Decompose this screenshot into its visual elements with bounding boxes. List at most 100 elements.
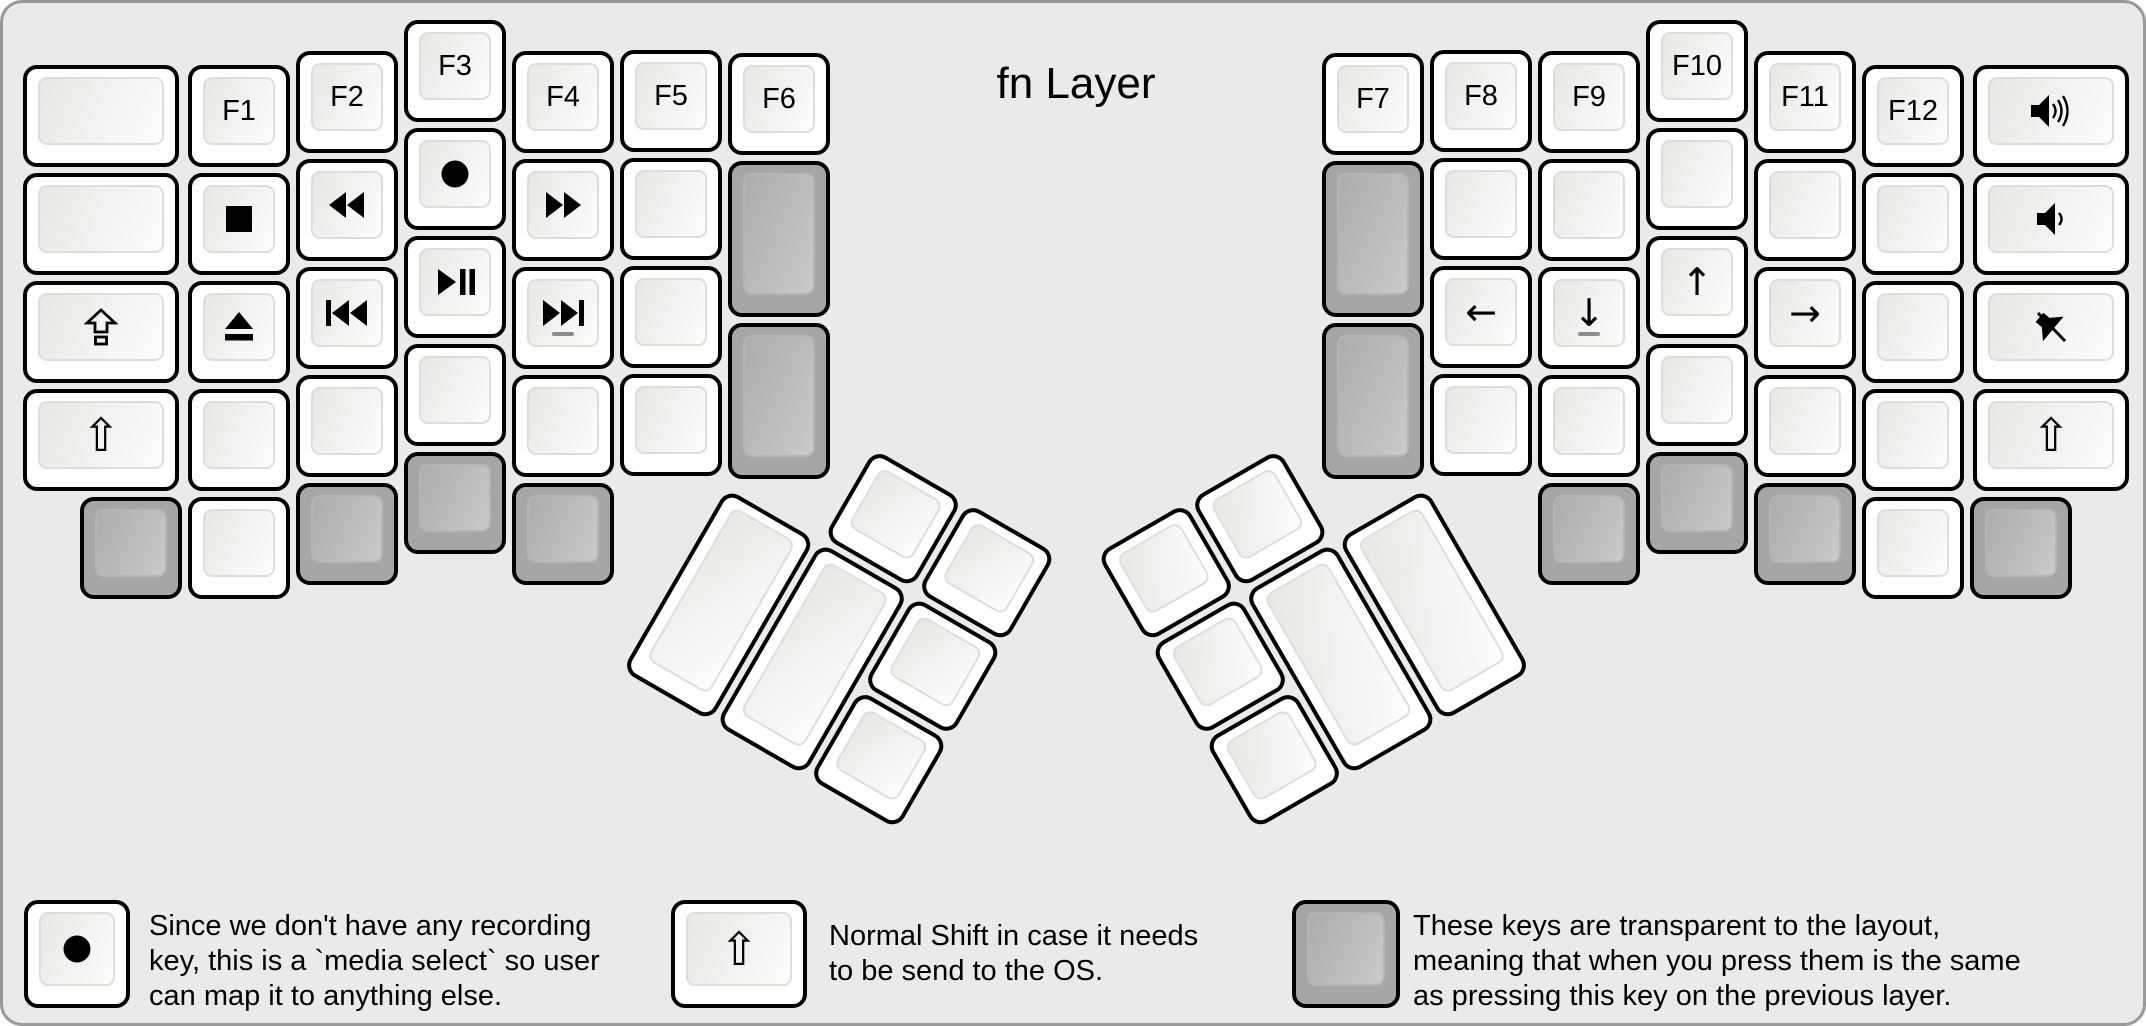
key-play-pause[interactable]: [404, 236, 506, 338]
keycap-surface: [1988, 77, 2114, 145]
key-arrow-right[interactable]: →: [1754, 267, 1856, 369]
arrow-up-icon: ↑: [1681, 260, 1713, 304]
key-transparent[interactable]: [1538, 483, 1640, 585]
key-volume-down[interactable]: [1973, 173, 2129, 275]
key-blank[interactable]: [23, 65, 179, 167]
key-blank[interactable]: [620, 374, 722, 476]
key-f6[interactable]: F6: [728, 53, 830, 155]
key-label: F11: [1781, 80, 1829, 113]
key-mute[interactable]: [1973, 281, 2129, 383]
legend-note-text: Since we don't have any recording key, t…: [149, 910, 600, 1012]
key-transparent[interactable]: [728, 161, 830, 317]
key-volume-up[interactable]: [1973, 65, 2129, 167]
key-blank[interactable]: [23, 173, 179, 275]
keycap-surface: [1877, 185, 1949, 253]
keycap-surface: [1877, 509, 1949, 577]
key-f7[interactable]: F7: [1322, 53, 1424, 155]
key-f5[interactable]: F5: [620, 50, 722, 152]
key-transparent[interactable]: [1646, 452, 1748, 554]
key-blank[interactable]: [1646, 128, 1748, 230]
key-f12[interactable]: F12: [1862, 65, 1964, 167]
keycap-surface: [941, 520, 1038, 616]
keycap-surface: [1553, 171, 1625, 239]
keycap-surface: [1661, 140, 1733, 208]
key-blank[interactable]: [1538, 375, 1640, 477]
keycap-surface: [1985, 509, 2057, 577]
arrow-down-icon: ↓: [1573, 291, 1605, 335]
key-transparent[interactable]: [80, 497, 182, 599]
keycap-surface: [1445, 278, 1517, 346]
keycap-surface: [38, 77, 164, 145]
key-label: F1: [222, 94, 256, 127]
key-transparent[interactable]: [404, 452, 506, 554]
eject-icon: [192, 280, 286, 374]
keycap-surface: [743, 173, 815, 295]
key-blank[interactable]: [1754, 159, 1856, 261]
key-blank[interactable]: [512, 375, 614, 477]
key-rewind[interactable]: [296, 159, 398, 261]
homing-bar: [552, 332, 574, 336]
key-f9[interactable]: F9: [1538, 51, 1640, 153]
play-pause-icon: [408, 235, 502, 329]
key-f10[interactable]: F10: [1646, 20, 1748, 122]
keycap-surface: [311, 63, 383, 131]
key-next-track[interactable]: [512, 267, 614, 369]
key-transparent[interactable]: [1754, 483, 1856, 585]
key-record[interactable]: [404, 128, 506, 230]
key-blank[interactable]: [188, 497, 290, 599]
key-blank[interactable]: [1430, 374, 1532, 476]
key-f1[interactable]: F1: [188, 65, 290, 167]
keycap-surface: [1337, 65, 1409, 133]
keycap-surface: [1553, 387, 1625, 455]
keycap-surface: [1769, 63, 1841, 131]
key-blank[interactable]: [620, 266, 722, 368]
keycap-surface: [95, 509, 167, 577]
key-label: F5: [654, 79, 688, 112]
keycap-surface: [1337, 173, 1409, 295]
key-shift[interactable]: ⇧: [1973, 389, 2129, 491]
key-fast-forward[interactable]: [512, 159, 614, 261]
key-f11[interactable]: F11: [1754, 51, 1856, 153]
key-f3[interactable]: F3: [404, 20, 506, 122]
key-blank[interactable]: [404, 344, 506, 446]
key-blank[interactable]: [1862, 389, 1964, 491]
keycap-surface: [38, 401, 164, 469]
keycap-surface: [1553, 495, 1625, 563]
key-caps-lock[interactable]: [23, 281, 179, 383]
key-transparent[interactable]: [728, 323, 830, 479]
keycap-surface: [1337, 335, 1409, 457]
key-shift[interactable]: ⇧: [23, 389, 179, 491]
key-stop[interactable]: [188, 173, 290, 275]
key-blank[interactable]: [1862, 497, 1964, 599]
key-transparent[interactable]: [512, 483, 614, 585]
legend-note-text: These keys are transparent to the layout…: [1413, 910, 2021, 1012]
key-arrow-up[interactable]: ↑: [1646, 236, 1748, 338]
key-f2[interactable]: F2: [296, 51, 398, 153]
key-transparent[interactable]: [1322, 323, 1424, 479]
key-transparent[interactable]: [1322, 161, 1424, 317]
key-f4[interactable]: F4: [512, 51, 614, 153]
arrow-right-icon: →: [1789, 291, 1821, 335]
key-blank[interactable]: [1646, 344, 1748, 446]
key-transparent[interactable]: [296, 483, 398, 585]
key-blank[interactable]: [1754, 375, 1856, 477]
key-blank[interactable]: [1430, 158, 1532, 260]
key-f8[interactable]: F8: [1430, 50, 1532, 152]
rewind-icon: [300, 158, 394, 252]
key-blank[interactable]: [1862, 173, 1964, 275]
key-blank[interactable]: [296, 375, 398, 477]
key-arrow-down[interactable]: ↓: [1538, 267, 1640, 369]
key-blank[interactable]: [620, 158, 722, 260]
keycap-surface: [203, 77, 275, 145]
keycap-surface: [311, 495, 383, 563]
key-blank[interactable]: [1862, 281, 1964, 383]
keycap-surface: [1307, 912, 1385, 986]
key-blank[interactable]: [188, 389, 290, 491]
key-eject[interactable]: [188, 281, 290, 383]
keycap-surface: [1553, 63, 1625, 131]
key-previous-track[interactable]: [296, 267, 398, 369]
key-arrow-left[interactable]: ←: [1430, 266, 1532, 368]
next-track-icon: [516, 266, 610, 360]
key-transparent[interactable]: [1970, 497, 2072, 599]
key-blank[interactable]: [1538, 159, 1640, 261]
